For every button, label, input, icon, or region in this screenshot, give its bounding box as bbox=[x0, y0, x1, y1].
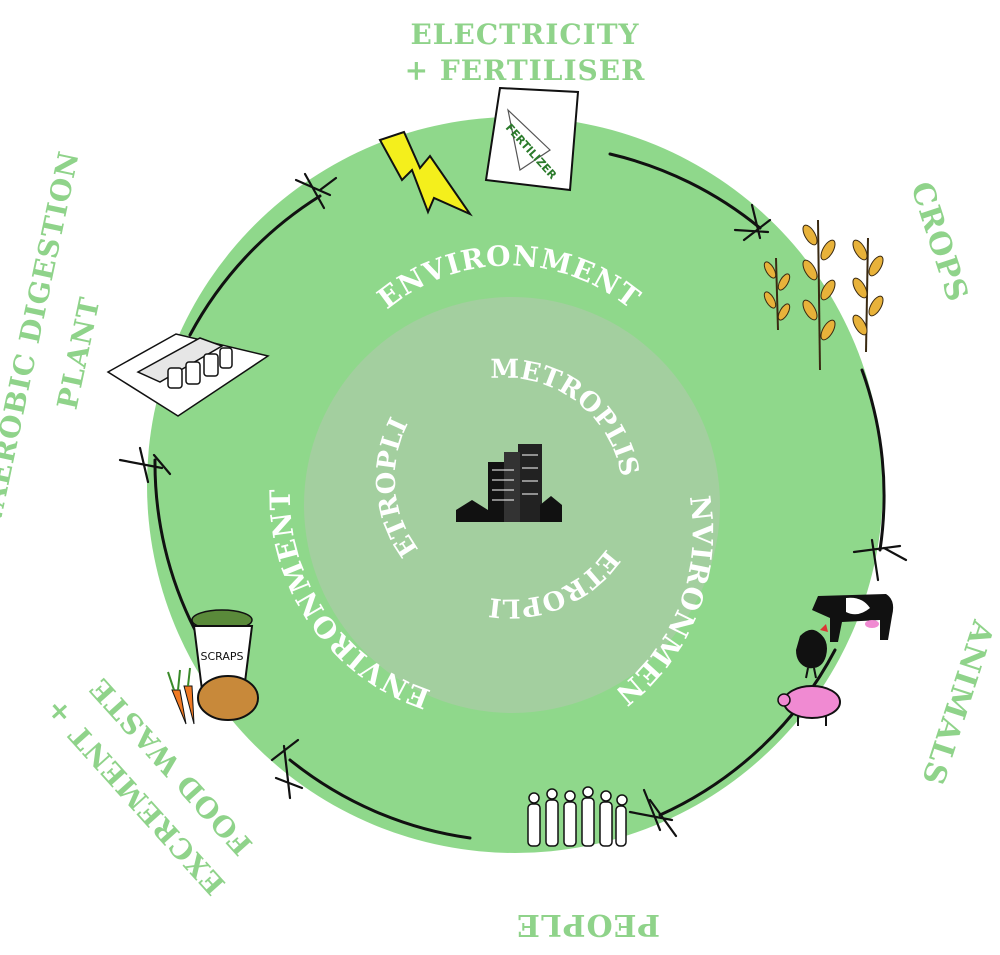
label-people: PEOPLE bbox=[516, 907, 660, 942]
scraps-bucket-text: SCRAPS bbox=[200, 650, 243, 663]
cycle-line bbox=[153, 152, 886, 840]
lightning-bolt-icon bbox=[378, 130, 473, 217]
pig-icon bbox=[777, 685, 841, 726]
wheat-crops-icon bbox=[763, 219, 884, 371]
label-plant: PLANT bbox=[51, 294, 107, 412]
people-crowd-icon bbox=[527, 786, 628, 847]
city-skyline-icon bbox=[456, 444, 562, 522]
carrots-icon bbox=[167, 667, 195, 725]
label-animals: ANIMALS bbox=[914, 615, 1000, 789]
label-crops: CROPS bbox=[903, 178, 975, 307]
cow-icon bbox=[812, 594, 894, 642]
chicken-icon bbox=[796, 624, 828, 679]
fertilizer-bag-icon: FERTILIZER bbox=[484, 86, 580, 192]
cycle-arrow-marks bbox=[118, 172, 908, 838]
potato-icon bbox=[197, 675, 259, 721]
label-fertiliser: + FERTILISER bbox=[405, 54, 646, 87]
anaerobic-plant-icon bbox=[106, 333, 270, 417]
label-electricity: ELECTRICITY bbox=[410, 18, 639, 51]
